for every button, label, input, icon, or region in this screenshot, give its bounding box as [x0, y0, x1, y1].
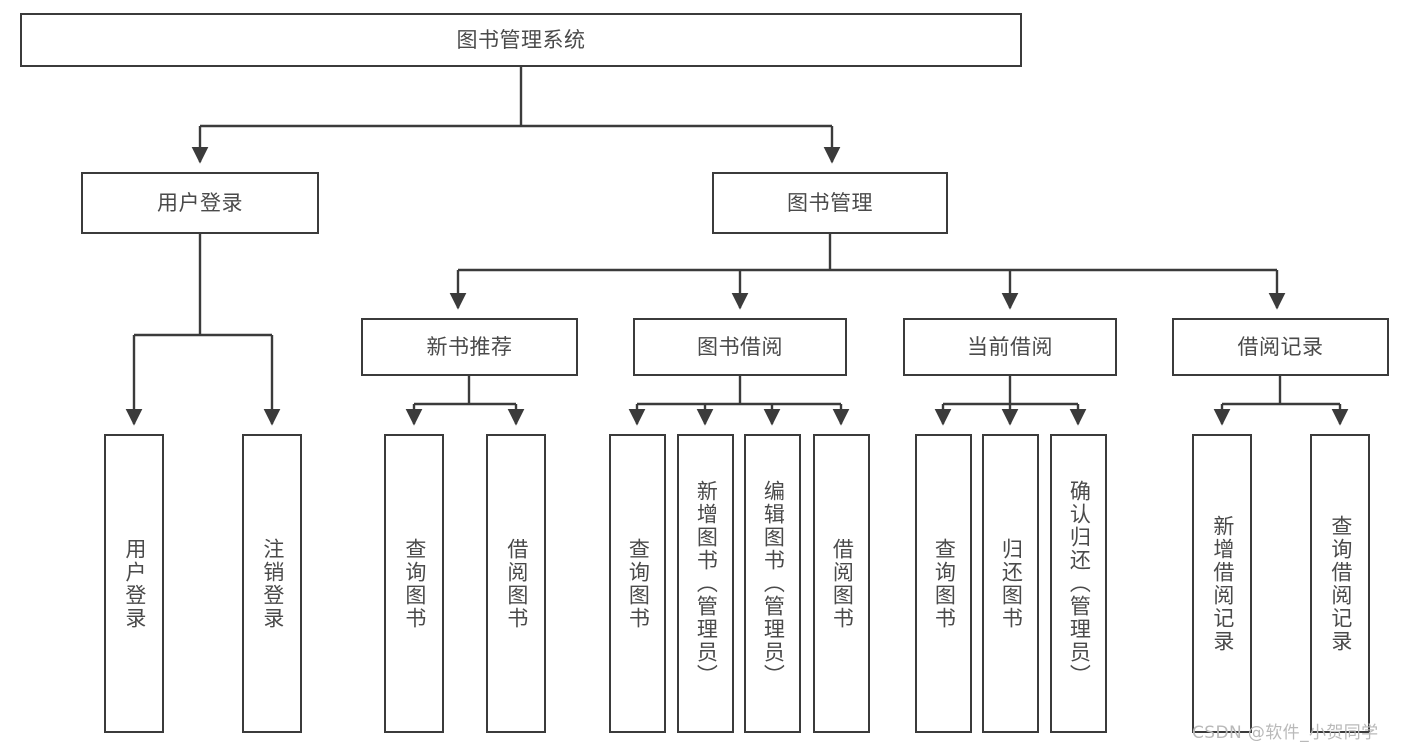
node-root-system[interactable]: 图书管理系统: [20, 13, 1022, 67]
node-book-borrow[interactable]: 图书借阅: [633, 318, 847, 376]
node-label: 新书推荐: [426, 334, 513, 359]
csdn-watermark: CSDN @软件_小贺同学: [1192, 723, 1379, 743]
node-label: 当前借阅: [967, 334, 1053, 359]
node-label: 查询图书: [626, 537, 651, 630]
leaf-current-query-book[interactable]: 查询图书: [915, 434, 972, 733]
node-label: 用户登录: [157, 190, 243, 215]
leaf-borrow-add-book-admin[interactable]: 新增图书（管理员）: [677, 434, 734, 733]
node-label: 查询图书: [402, 537, 427, 630]
node-user-login[interactable]: 用户登录: [81, 172, 319, 234]
leaf-current-return-book[interactable]: 归还图书: [982, 434, 1039, 733]
node-borrow-record[interactable]: 借阅记录: [1172, 318, 1389, 376]
node-label: 确认归还（管理员）: [1067, 480, 1092, 687]
node-label: 查询图书: [932, 537, 957, 630]
node-label: 新增借阅记录: [1210, 514, 1235, 653]
node-label: 归还图书: [999, 537, 1024, 630]
leaf-record-query-borrow-record[interactable]: 查询借阅记录: [1310, 434, 1370, 733]
leaf-user-login[interactable]: 用户登录: [104, 434, 164, 733]
leaf-borrow-edit-book-admin[interactable]: 编辑图书（管理员）: [744, 434, 801, 733]
leaf-current-confirm-return-admin[interactable]: 确认归还（管理员）: [1050, 434, 1107, 733]
leaf-recommend-borrow-book[interactable]: 借阅图书: [486, 434, 546, 733]
node-label: 图书管理系统: [456, 27, 586, 52]
node-label: 借阅图书: [830, 537, 855, 630]
node-label: 注销登录: [260, 537, 285, 630]
node-label: 借阅图书: [504, 537, 529, 630]
leaf-recommend-query-book[interactable]: 查询图书: [384, 434, 444, 733]
node-label: 借阅记录: [1237, 334, 1324, 359]
leaf-user-logout[interactable]: 注销登录: [242, 434, 302, 733]
node-label: 新增图书（管理员）: [694, 480, 719, 687]
node-label: 图书管理: [787, 190, 873, 215]
node-label: 查询借阅记录: [1328, 514, 1353, 653]
node-new-book-recommend[interactable]: 新书推荐: [361, 318, 578, 376]
node-label: 编辑图书（管理员）: [761, 480, 786, 687]
leaf-record-add-borrow-record[interactable]: 新增借阅记录: [1192, 434, 1252, 733]
leaf-borrow-borrow-book[interactable]: 借阅图书: [813, 434, 870, 733]
node-current-borrow[interactable]: 当前借阅: [903, 318, 1117, 376]
node-book-management[interactable]: 图书管理: [712, 172, 948, 234]
node-label: 用户登录: [122, 537, 147, 630]
node-label: 图书借阅: [697, 334, 783, 359]
leaf-borrow-query-book[interactable]: 查询图书: [609, 434, 666, 733]
